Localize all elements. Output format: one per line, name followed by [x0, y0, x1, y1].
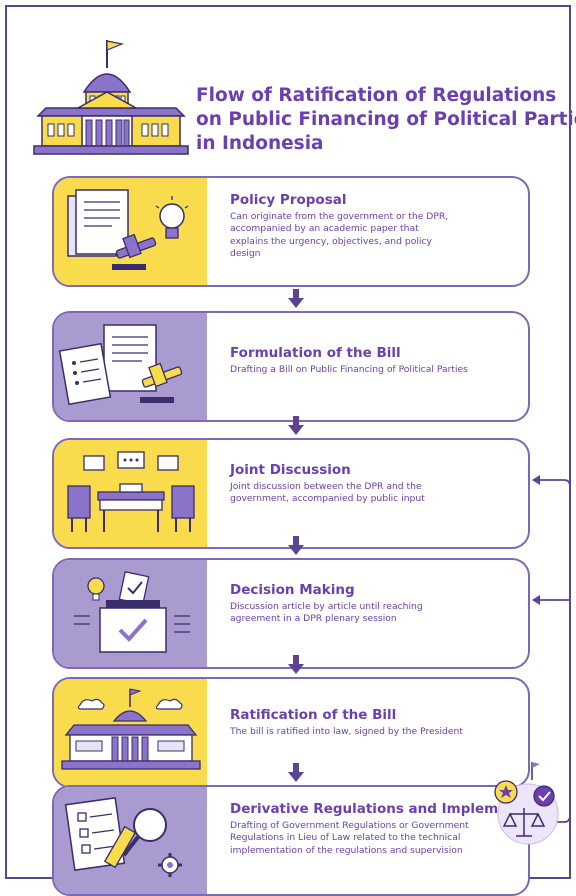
description-line: The bill is ratified into law, signed by… [230, 726, 463, 737]
description-line: design [230, 248, 261, 260]
document-gavel-lightbulb-icon [67, 189, 189, 270]
step-text: Ratification of the Bill The bill is rat… [230, 707, 516, 738]
page-title: Flow of Ratification of Regulations on P… [196, 84, 576, 156]
arrow-down-icon [288, 416, 304, 435]
description-line: implementation of the regulations and su… [230, 844, 463, 856]
checklist-magnifier-gear-icon [64, 796, 182, 877]
step-text: Formulation of the Bill Drafting a Bill … [230, 345, 516, 376]
step-description: Joint discussion between the DPR and the… [230, 481, 516, 506]
step-name: Formulation of the Bill [230, 345, 401, 361]
step-text: Policy Proposal Can originate from the g… [230, 192, 516, 261]
step-description: Drafting of Government Regulations or Go… [230, 820, 516, 857]
step-policy-proposal: Policy Proposal Can originate from the g… [52, 176, 530, 287]
arrow-down-icon [288, 289, 304, 308]
evaluation-badge-icon [494, 762, 559, 845]
arrow-down-icon [288, 536, 304, 555]
description-line: Discussion article by article until reac… [230, 601, 423, 612]
ballot-box-icon [74, 571, 190, 653]
step-icon-panel [54, 679, 207, 786]
arrow-down-icon [288, 655, 304, 674]
step-name: Decision Making [230, 582, 355, 598]
description-line: government, accompanied by public input [230, 493, 425, 505]
step-icon-panel [54, 313, 207, 420]
description-line: accompanied by an academic paper that [230, 223, 419, 235]
description-line: Drafting a Bill on Public Financing of P… [230, 364, 468, 375]
step-icon-panel [54, 440, 207, 547]
documents-gavel-icon [58, 324, 183, 406]
step-name: Ratification of the Bill [230, 707, 397, 723]
step-icon-panel [54, 560, 207, 667]
step-name: Policy Proposal [230, 192, 347, 208]
description-line: agreement in a DPR plenary session [230, 613, 397, 625]
step-name: Derivative Regulations and Implementatio… [230, 801, 530, 817]
meeting-table-icon [67, 451, 195, 532]
feedback-loop-arrows [532, 475, 571, 823]
step-name: Joint Discussion [230, 462, 351, 478]
description-line: Joint discussion between the DPR and the [230, 481, 422, 492]
step-description: Drafting a Bill on Public Financing of P… [230, 364, 516, 376]
step-decision-making: Decision Making Discussion article by ar… [52, 558, 530, 669]
arrow-down-icon [288, 763, 304, 782]
step-text: Joint Discussion Joint discussion betwee… [230, 462, 516, 506]
step-formulation-bill: Formulation of the Bill Drafting a Bill … [52, 311, 530, 422]
step-text: Decision Making Discussion article by ar… [230, 582, 516, 626]
step-description: Discussion article by article until reac… [230, 601, 516, 626]
step-derivative-regulations: Derivative Regulations and Implementatio… [52, 785, 530, 896]
title-line-3: in Indonesia [196, 133, 324, 154]
step-icon-panel [54, 178, 207, 285]
title-line-1: Flow of Ratification of Regulations [196, 85, 557, 106]
description-line: Drafting of Government Regulations or Go… [230, 820, 469, 831]
title-line-2: on Public Financing of Political Parties [196, 109, 576, 130]
step-description: Can originate from the government or the… [230, 211, 516, 261]
description-line: Can originate from the government or the… [230, 211, 449, 222]
step-icon-panel [54, 787, 207, 894]
parliament-building-icon [61, 688, 201, 770]
parliament-building-icon [33, 40, 189, 155]
step-description: The bill is ratified into law, signed by… [230, 726, 516, 738]
step-text: Derivative Regulations and Implementatio… [230, 801, 530, 857]
step-joint-discussion: Joint Discussion Joint discussion betwee… [52, 438, 530, 549]
description-line: explains the urgency, objectives, and po… [230, 235, 432, 247]
description-line: Regulations in Lieu of Law related to th… [230, 832, 461, 844]
